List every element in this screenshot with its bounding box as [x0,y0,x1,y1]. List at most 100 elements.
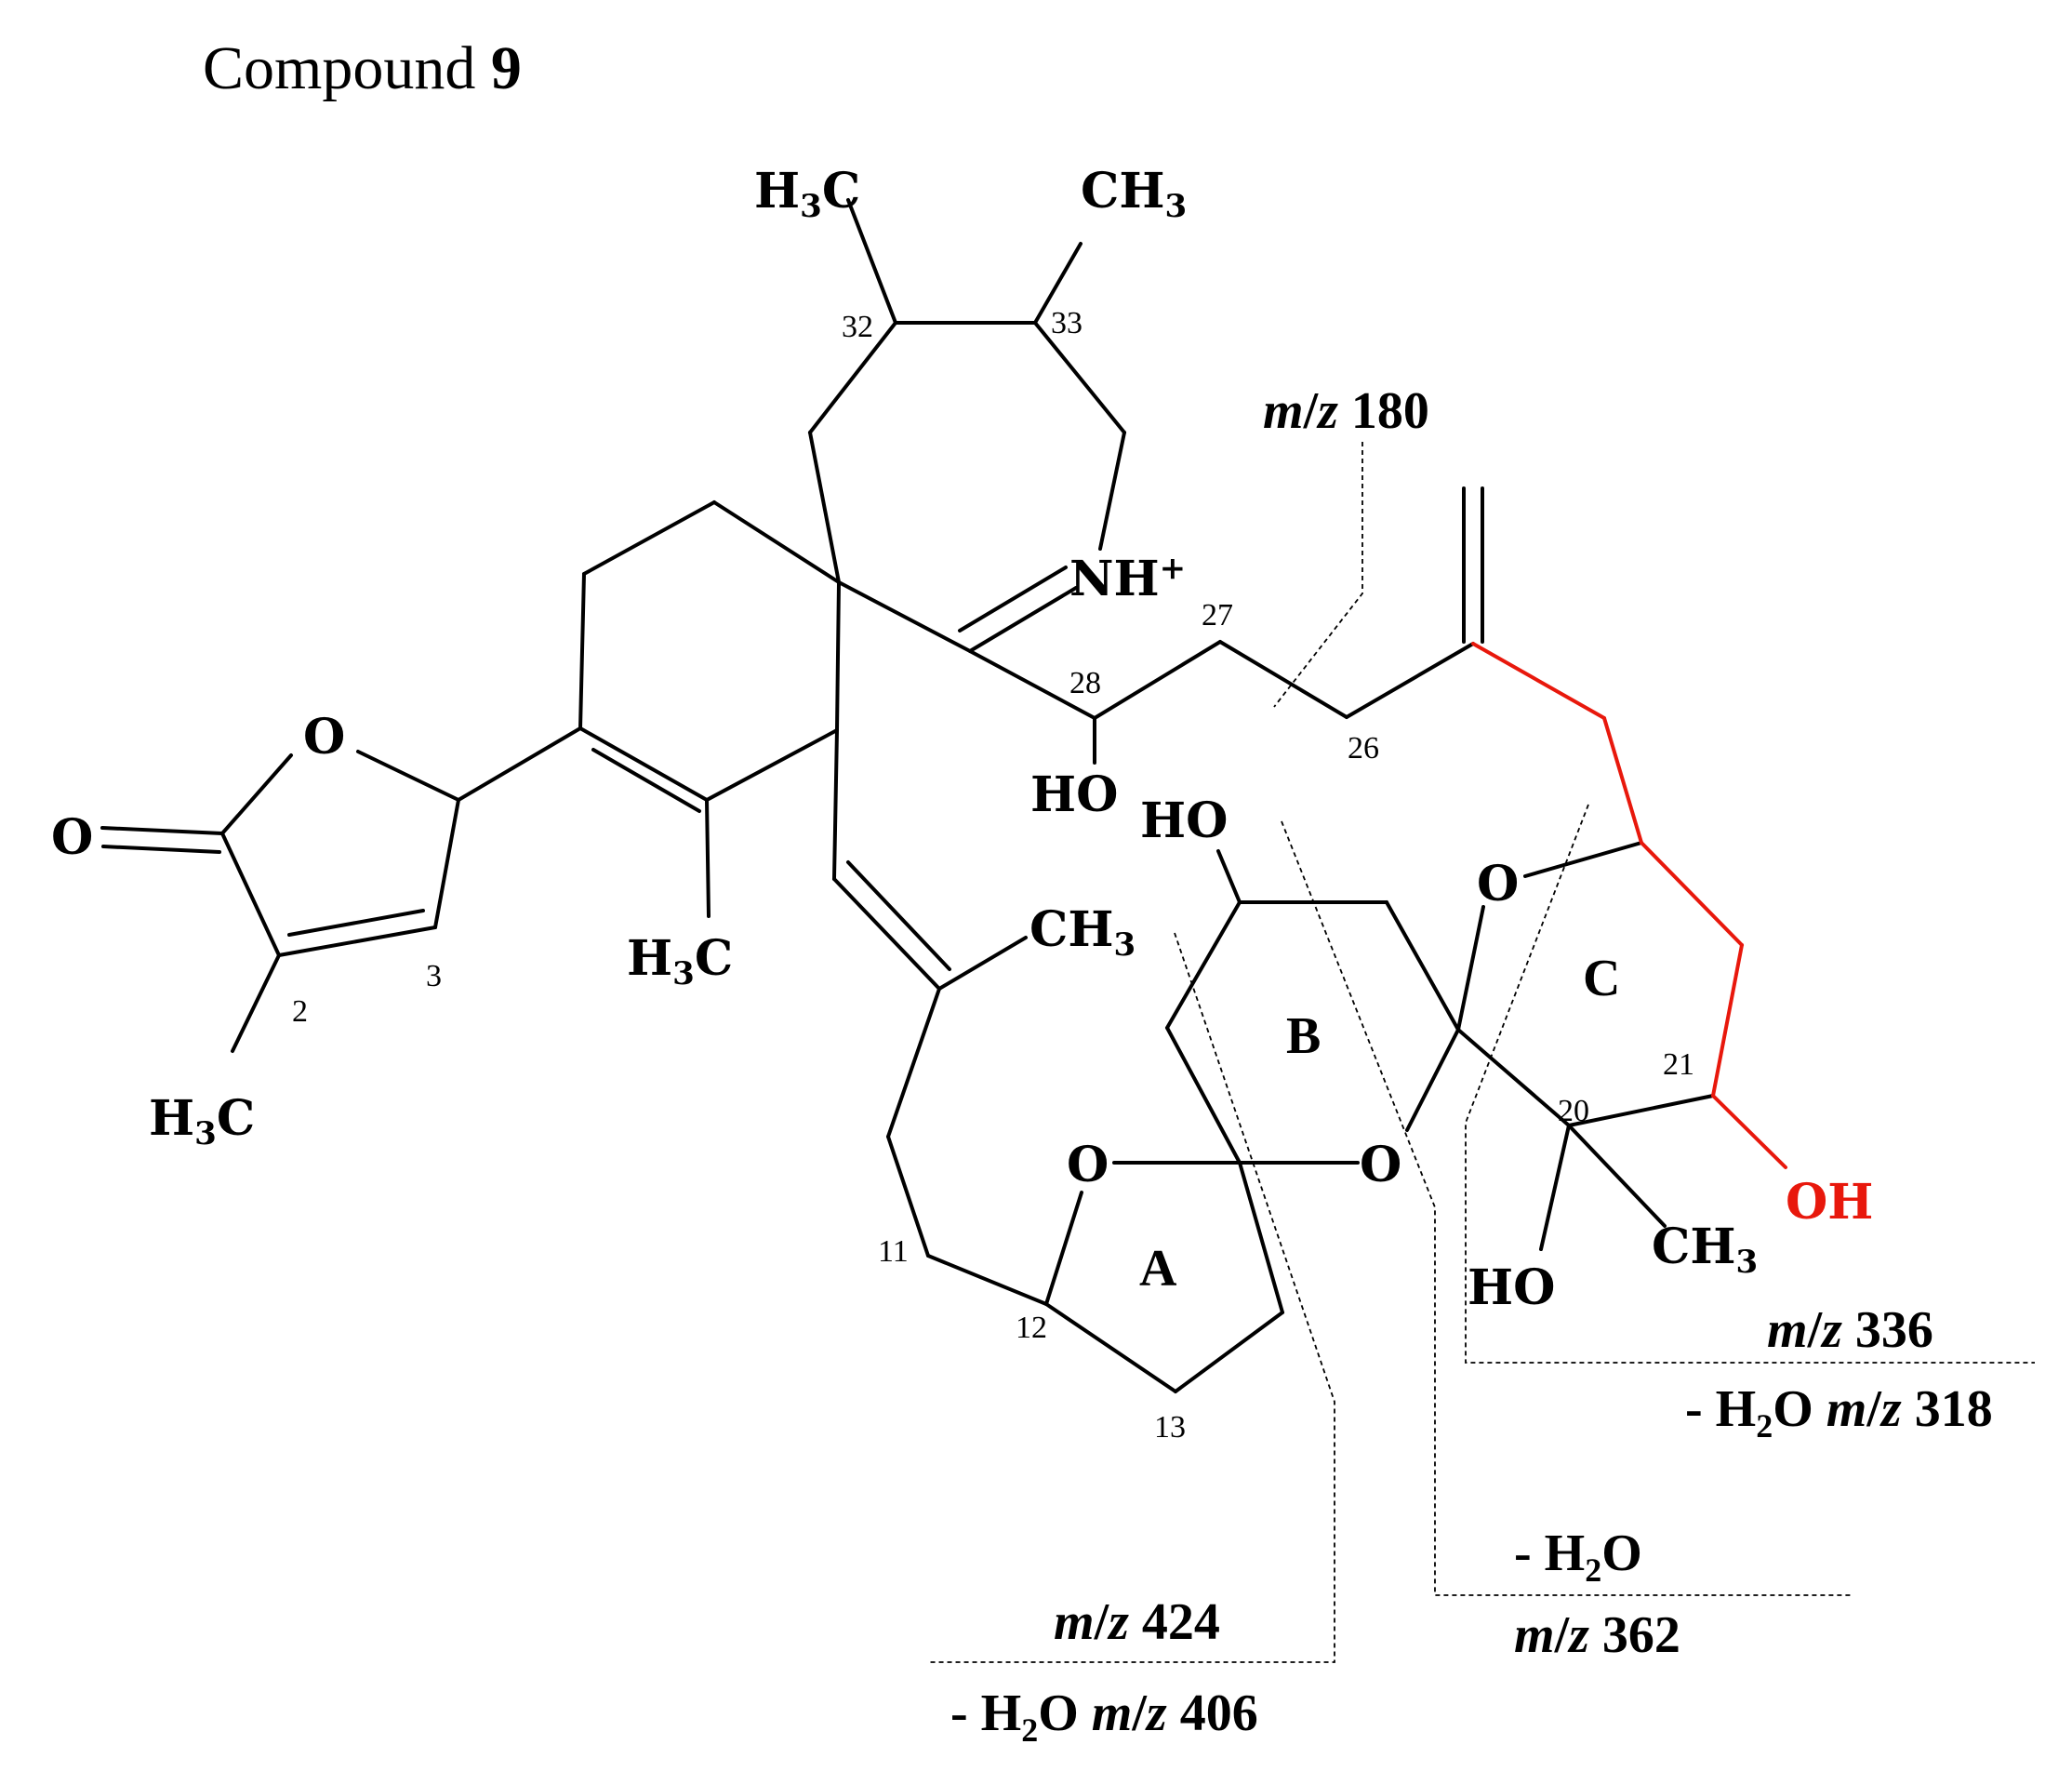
bond [1044,1191,1083,1306]
bond [220,753,293,835]
bond [1456,905,1485,1032]
ch3-33-label: CH3 [1081,163,1187,225]
bond [1471,642,1606,720]
bond [578,572,586,730]
bond [1218,640,1348,719]
fragment-406-label: - H2O m/z 406 [950,1684,1258,1749]
bond [712,500,841,584]
h3c-2-label: H3C [149,1090,255,1152]
h3c-ring-label: H3C [627,930,733,992]
double-bond [287,909,425,937]
cut-line-180 [1273,442,1363,708]
bond [705,798,711,918]
ring-a-oxygen: O [1067,1137,1109,1193]
bond [832,728,839,881]
bond [277,925,437,957]
fragment-318-label: - H2O m/z 318 [1685,1380,1993,1445]
bond [705,728,839,802]
cut-line-424 [930,932,1335,1663]
ch3-20-label: CH3 [1652,1218,1758,1281]
ho-28-label: HO [1030,766,1118,823]
double-bond [101,845,221,854]
bond [1539,1124,1571,1251]
bond [1098,431,1126,551]
position-20: 20 [1558,1094,1589,1128]
bond [1567,1124,1667,1228]
bond [968,649,1096,720]
bond [356,750,460,802]
fragment-362-label: m/z 362 [1514,1606,1680,1664]
ring-b-oxygen: O [1360,1137,1401,1193]
bond [835,580,841,732]
bond [1174,1311,1284,1393]
fragment-424-label: m/z 424 [1054,1593,1220,1651]
bond [1602,716,1643,845]
bond [832,877,941,991]
position-13: 13 [1154,1410,1186,1445]
fragment-336-label: m/z 336 [1767,1301,1933,1359]
bond [926,1254,1048,1306]
atom-labels: H3C CH3 NH+ O O H3C H3C CH3 HO HO O O O … [51,163,1873,1316]
ho-ring-b-label: HO [1140,792,1228,849]
bond [1385,900,1460,1032]
bond [457,726,582,802]
bond [1456,1028,1571,1127]
position-12: 12 [1016,1311,1047,1345]
bond [1567,1094,1715,1127]
bond [1238,1161,1284,1314]
bond [1165,900,1242,1030]
position-27: 27 [1202,598,1233,632]
highlight-bonds [1471,642,1787,1169]
bond [433,798,460,929]
fragment-180-label: m/z 180 [1263,382,1429,440]
skeleton-bonds [100,198,1715,1393]
position-21: 21 [1663,1047,1694,1082]
position-3: 3 [426,959,442,993]
bond [846,198,897,325]
ring-labels: A B C [1139,950,1620,1298]
bond [582,500,716,576]
cut-line-362 [1281,820,1851,1596]
bond [231,953,281,1053]
position-2: 2 [292,994,308,1029]
bond [1165,1026,1242,1165]
ring-b-label: B [1286,1007,1321,1065]
position-numbers: 32 33 27 28 26 2 3 21 20 11 12 13 [292,306,1694,1445]
position-28: 28 [1069,666,1101,700]
bond [1033,242,1082,325]
fragment-362-water-label: - H2O [1514,1525,1642,1589]
lactone-ring-oxygen: O [303,709,345,766]
bond [1033,321,1126,434]
bond [1405,1028,1460,1132]
carbonyl-oxygen: O [51,809,93,866]
double-bond [591,748,701,813]
figure-title: Compound 9 [203,34,522,102]
oh-21-label: OH [1786,1174,1873,1231]
ch3-alkene-label: CH3 [1029,901,1136,964]
ring-c-label: C [1583,950,1620,1007]
bond [578,726,709,802]
ring-c-oxygen: O [1477,856,1519,912]
bond [1640,841,1744,947]
double-bond [846,860,951,971]
bond [808,321,897,434]
bond [886,1135,930,1258]
fragmentation-lines [930,442,2035,1663]
h3c-32-label: H3C [754,163,860,225]
bond [1216,849,1242,904]
bond [837,580,972,653]
ring-a-label: A [1139,1240,1177,1298]
position-32: 32 [842,310,873,344]
double-bond [958,566,1068,632]
double-bond [100,826,224,835]
bond [1345,642,1475,719]
bond [1044,1302,1177,1393]
double-bond [968,586,1078,653]
title-label: Compound [203,34,475,102]
bond [808,431,841,584]
bond [220,832,281,957]
position-11: 11 [878,1234,909,1269]
bond [1711,943,1744,1098]
